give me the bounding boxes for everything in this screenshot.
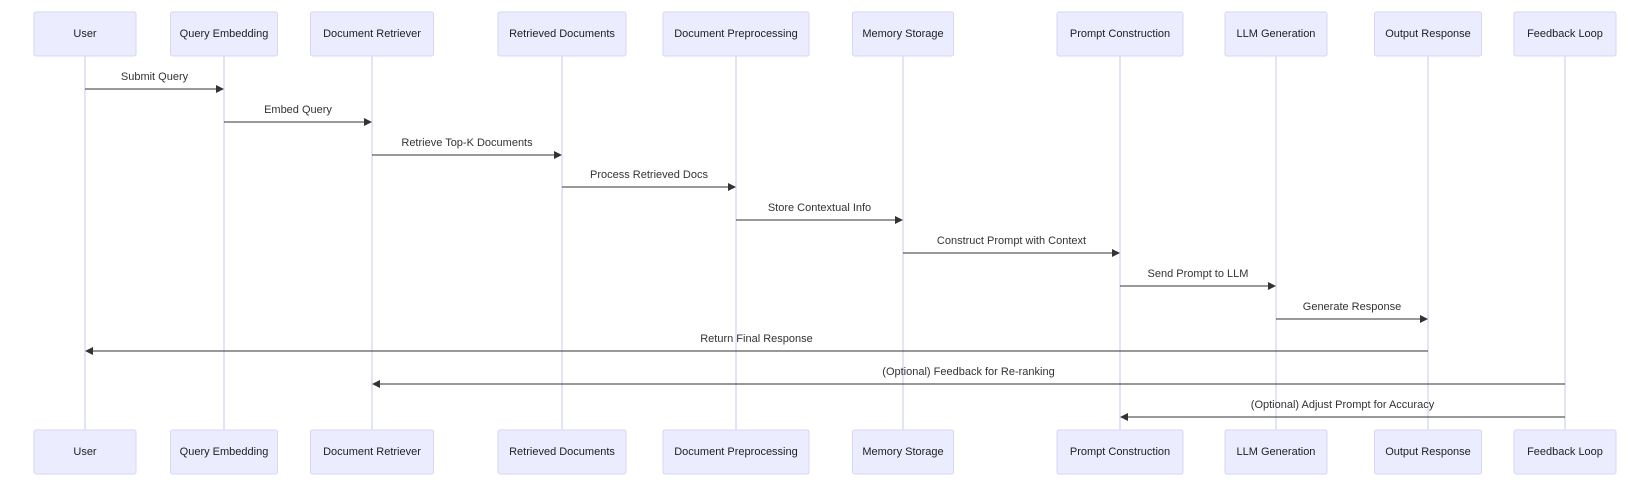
actor-label: User bbox=[73, 446, 97, 458]
message-3: Retrieve Top-K Documents bbox=[372, 137, 562, 159]
actor-document-retriever-top: Document Retriever bbox=[310, 11, 434, 57]
actor-box bbox=[1224, 11, 1328, 57]
actor-label: Prompt Construction bbox=[1070, 28, 1170, 40]
actor-label: LLM Generation bbox=[1237, 28, 1316, 40]
actor-label: Document Retriever bbox=[323, 28, 421, 40]
message-label: Construct Prompt with Context bbox=[937, 235, 1086, 247]
message-label: Send Prompt to LLM bbox=[1148, 268, 1249, 280]
actor-box bbox=[1056, 11, 1184, 57]
actor-box bbox=[1224, 429, 1328, 475]
actor-box bbox=[1513, 429, 1617, 475]
actor-label: Feedback Loop bbox=[1527, 446, 1603, 458]
actor-label: Document Retriever bbox=[323, 446, 421, 458]
actor-box bbox=[1374, 11, 1482, 57]
message-label: Retrieve Top-K Documents bbox=[401, 137, 533, 149]
lifelines bbox=[84, 56, 1566, 430]
message-10: (Optional) Feedback for Re-ranking bbox=[372, 366, 1565, 388]
actor-retrieved-documents-bottom: Retrieved Documents bbox=[497, 429, 627, 475]
actor-box bbox=[33, 11, 137, 57]
actor-feedback-loop-top: Feedback Loop bbox=[1513, 11, 1617, 57]
actor-box bbox=[662, 11, 810, 57]
actor-box bbox=[852, 11, 954, 57]
actor-label: Document Preprocessing bbox=[674, 28, 798, 40]
actor-box bbox=[1513, 11, 1617, 57]
message-label: Embed Query bbox=[264, 104, 332, 116]
actor-label: Memory Storage bbox=[862, 28, 943, 40]
message-2: Embed Query bbox=[224, 104, 372, 126]
actor-prompt-construction-bottom: Prompt Construction bbox=[1056, 429, 1184, 475]
message-11: (Optional) Adjust Prompt for Accuracy bbox=[1120, 399, 1565, 421]
message-4: Process Retrieved Docs bbox=[562, 169, 736, 191]
actor-box bbox=[1374, 429, 1482, 475]
actor-output-response-bottom: Output Response bbox=[1374, 429, 1482, 475]
actor-box bbox=[310, 429, 434, 475]
actor-document-retriever-bottom: Document Retriever bbox=[310, 429, 434, 475]
message-label: (Optional) Feedback for Re-ranking bbox=[882, 366, 1054, 378]
actor-document-preprocessing-bottom: Document Preprocessing bbox=[662, 429, 810, 475]
actors-bottom-row: User Query Embedding Document Retriever Ret… bbox=[33, 429, 1617, 475]
actor-box bbox=[33, 429, 137, 475]
actor-query-embedding-bottom: Query Embedding bbox=[170, 429, 278, 475]
actor-llm-generation-top: LLM Generation bbox=[1224, 11, 1328, 57]
actor-label: LLM Generation bbox=[1237, 446, 1316, 458]
actor-box bbox=[170, 429, 278, 475]
actor-box bbox=[852, 429, 954, 475]
message-5: Store Contextual Info bbox=[736, 202, 903, 224]
message-label: Generate Response bbox=[1303, 301, 1401, 313]
message-label: Store Contextual Info bbox=[768, 202, 871, 214]
message-label: Return Final Response bbox=[700, 333, 813, 345]
actor-label: Feedback Loop bbox=[1527, 28, 1603, 40]
actor-label: Document Preprocessing bbox=[674, 446, 798, 458]
message-label: Submit Query bbox=[121, 71, 189, 83]
actor-box bbox=[310, 11, 434, 57]
actor-label: User bbox=[73, 28, 97, 40]
actor-query-embedding-top: Query Embedding bbox=[170, 11, 278, 57]
actors-top-row: User Query Embedding Document Retriever Ret… bbox=[33, 11, 1617, 57]
actor-retrieved-documents-top: Retrieved Documents bbox=[497, 11, 627, 57]
message-9: Return Final Response bbox=[85, 333, 1428, 355]
actor-label: Query Embedding bbox=[180, 446, 269, 458]
message-7: Send Prompt to LLM bbox=[1120, 268, 1276, 290]
actor-box bbox=[497, 11, 627, 57]
actor-prompt-construction-top: Prompt Construction bbox=[1056, 11, 1184, 57]
actor-box bbox=[170, 11, 278, 57]
actor-label: Output Response bbox=[1385, 446, 1471, 458]
actor-document-preprocessing-top: Document Preprocessing bbox=[662, 11, 810, 57]
actor-feedback-loop-bottom: Feedback Loop bbox=[1513, 429, 1617, 475]
actor-box bbox=[497, 429, 627, 475]
actor-label: Query Embedding bbox=[180, 28, 269, 40]
actor-label: Output Response bbox=[1385, 28, 1471, 40]
actor-label: Prompt Construction bbox=[1070, 446, 1170, 458]
actor-box bbox=[1056, 429, 1184, 475]
actor-label: Memory Storage bbox=[862, 446, 943, 458]
message-8: Generate Response bbox=[1276, 301, 1428, 323]
actor-memory-storage-bottom: Memory Storage bbox=[852, 429, 954, 475]
actor-box bbox=[662, 429, 810, 475]
actor-label: Retrieved Documents bbox=[509, 446, 615, 458]
actor-user-bottom: User bbox=[33, 429, 137, 475]
actor-output-response-top: Output Response bbox=[1374, 11, 1482, 57]
actor-llm-generation-bottom: LLM Generation bbox=[1224, 429, 1328, 475]
message-1: Submit Query bbox=[85, 71, 224, 93]
actor-user-top: User bbox=[33, 11, 137, 57]
message-6: Construct Prompt with Context bbox=[903, 235, 1120, 257]
actor-label: Retrieved Documents bbox=[509, 28, 615, 40]
actor-memory-storage-top: Memory Storage bbox=[852, 11, 954, 57]
message-label: Process Retrieved Docs bbox=[590, 169, 708, 181]
message-label: (Optional) Adjust Prompt for Accuracy bbox=[1251, 399, 1435, 411]
